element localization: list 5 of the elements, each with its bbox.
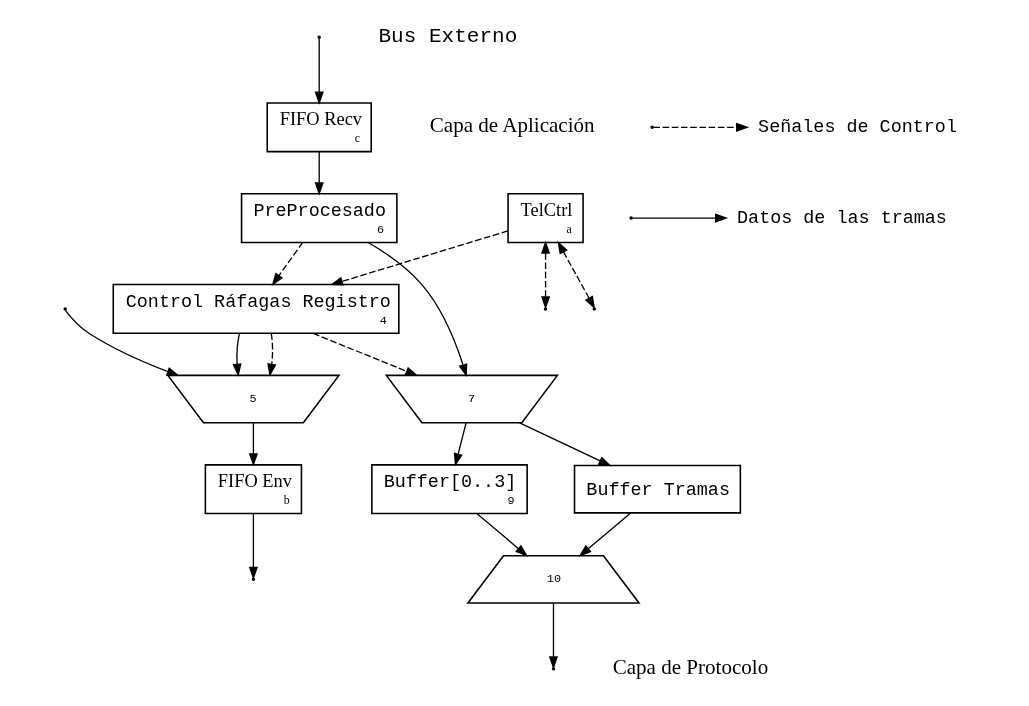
legend-label: Señales de Control [758,117,957,139]
label: Capa de Aplicación [429,113,595,138]
label: Capa de Protocolo [612,654,769,679]
legend-label: Datos de las tramas [737,207,947,229]
label: Bus Externo [378,24,518,49]
